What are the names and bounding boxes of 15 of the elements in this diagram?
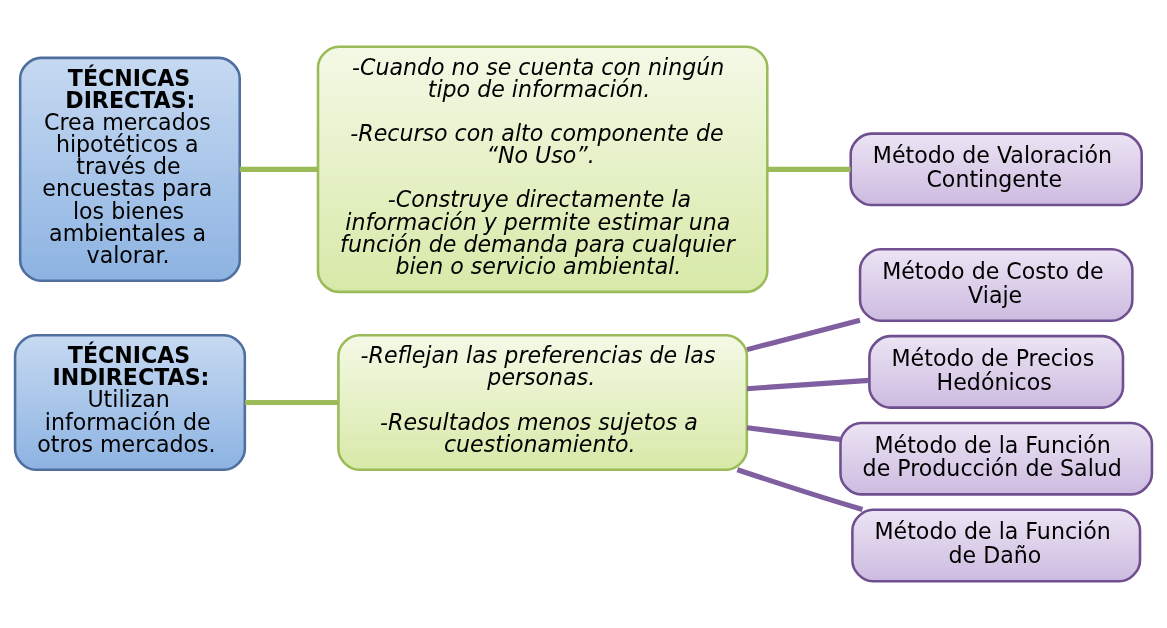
node-box: Método de Precios Hedónicos	[868, 334, 1125, 409]
node-box: Método de la Función de Daño	[851, 508, 1142, 583]
connector	[245, 399, 338, 406]
node-box: -Cuando no se cuenta con ningún tipo de información. -Recurso con alto componente de “No Uso”. -Construye directamente la información y permite estimar una función de demanda para cualquier bien o servicio ambiental.	[316, 45, 769, 294]
connector	[746, 317, 861, 353]
connector	[746, 377, 870, 392]
node-box: Método de Costo de Viaje	[858, 248, 1134, 323]
node-box: Método de la Función de Producción de Salud	[839, 421, 1154, 496]
node-box: Método de Valoración Contingente	[849, 132, 1143, 207]
node-box: TÉCNICAS DIRECTAS: Crea mercados hipotéticos a través de encuestas para los bienes ambientales a valorar.	[18, 56, 241, 283]
connector	[746, 425, 841, 442]
node-box: -Reflejan las preferencias de las personas. -Resultados menos sujetos a cuestionamiento.	[337, 334, 749, 471]
connector	[239, 166, 318, 172]
connector	[767, 166, 851, 172]
node-box: TÉCNICAS INDIRECTAS: Utilizan información de otros mercados.	[13, 334, 247, 471]
